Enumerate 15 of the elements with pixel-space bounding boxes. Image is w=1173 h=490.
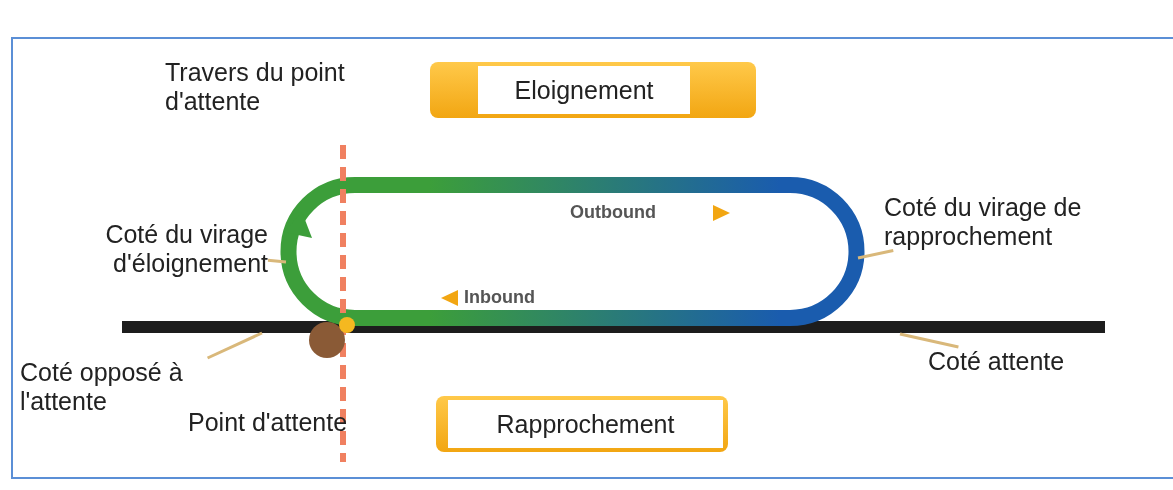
callout-label: Coté du virage de rapprochement — [884, 193, 1173, 251]
fix-label: Point d'attente — [188, 408, 349, 437]
phase-label: Rapprochement — [448, 400, 723, 448]
leader-line — [857, 249, 894, 260]
phase-box — [436, 396, 728, 452]
callout-label: Coté attente — [928, 347, 1118, 376]
phase-box — [430, 62, 756, 118]
leader-line — [899, 332, 959, 349]
phase-label: Eloignement — [478, 66, 690, 114]
callout-label: Coté du virage d'éloignement — [28, 220, 268, 278]
leader-line — [206, 331, 263, 360]
leader-line — [267, 258, 287, 264]
direction-label: Inbound — [464, 287, 536, 308]
direction-label: Outbound — [570, 202, 657, 223]
fix-abeam-label: Travers du point d'attente — [165, 58, 346, 116]
